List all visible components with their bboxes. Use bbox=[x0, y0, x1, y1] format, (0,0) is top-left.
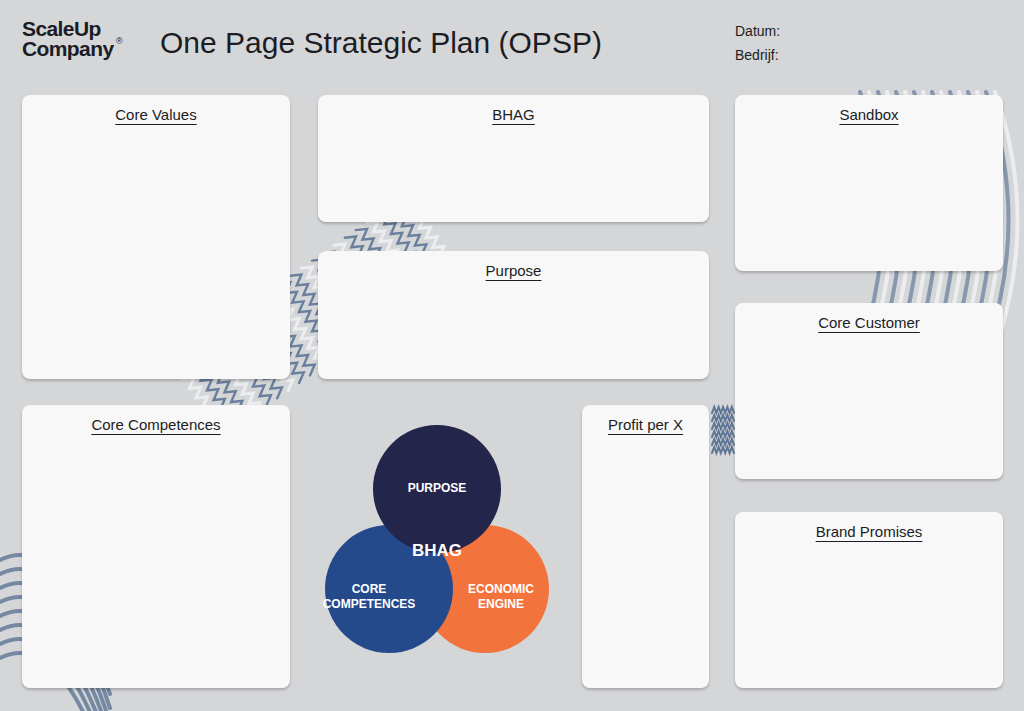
wave-pattern bbox=[0, 92, 1018, 711]
section-box: Sandbox bbox=[735, 95, 1003, 271]
date-field: Datum: bbox=[735, 23, 780, 39]
circle-label: CORE COMPETENCES bbox=[319, 582, 419, 612]
venn-circle: PURPOSE bbox=[373, 425, 501, 553]
section-heading: Brand Promises bbox=[816, 523, 923, 540]
section-box: BHAG bbox=[318, 95, 709, 222]
circle-fill bbox=[373, 425, 501, 553]
registered-mark: ® bbox=[116, 36, 123, 46]
logo-text: ScaleUp Company bbox=[22, 19, 120, 59]
section-box: Core Competences bbox=[22, 405, 290, 688]
section-heading: BHAG bbox=[492, 106, 535, 123]
circle-label: PURPOSE bbox=[382, 481, 492, 496]
circle-label: ECONOMIC ENGINE bbox=[461, 582, 541, 612]
venn-center-label: BHAG bbox=[412, 542, 462, 560]
company-field: Bedrijf: bbox=[735, 47, 779, 63]
section-heading: Purpose bbox=[486, 262, 542, 279]
section-heading: Core Values bbox=[115, 106, 196, 123]
section-box: Core Customer bbox=[735, 303, 1003, 479]
section-heading: Sandbox bbox=[839, 106, 898, 123]
page-title: One Page Strategic Plan (OPSP) bbox=[160, 26, 602, 60]
section-heading: Core Competences bbox=[91, 416, 220, 433]
section-heading: Profit per X bbox=[608, 416, 683, 433]
section-box: Core Values bbox=[22, 95, 290, 379]
section-box: Purpose bbox=[318, 251, 709, 379]
section-box: Brand Promises bbox=[735, 512, 1003, 688]
section-heading: Core Customer bbox=[818, 314, 920, 331]
wave-stroke bbox=[712, 447, 734, 453]
section-box: Profit per X bbox=[582, 405, 709, 688]
